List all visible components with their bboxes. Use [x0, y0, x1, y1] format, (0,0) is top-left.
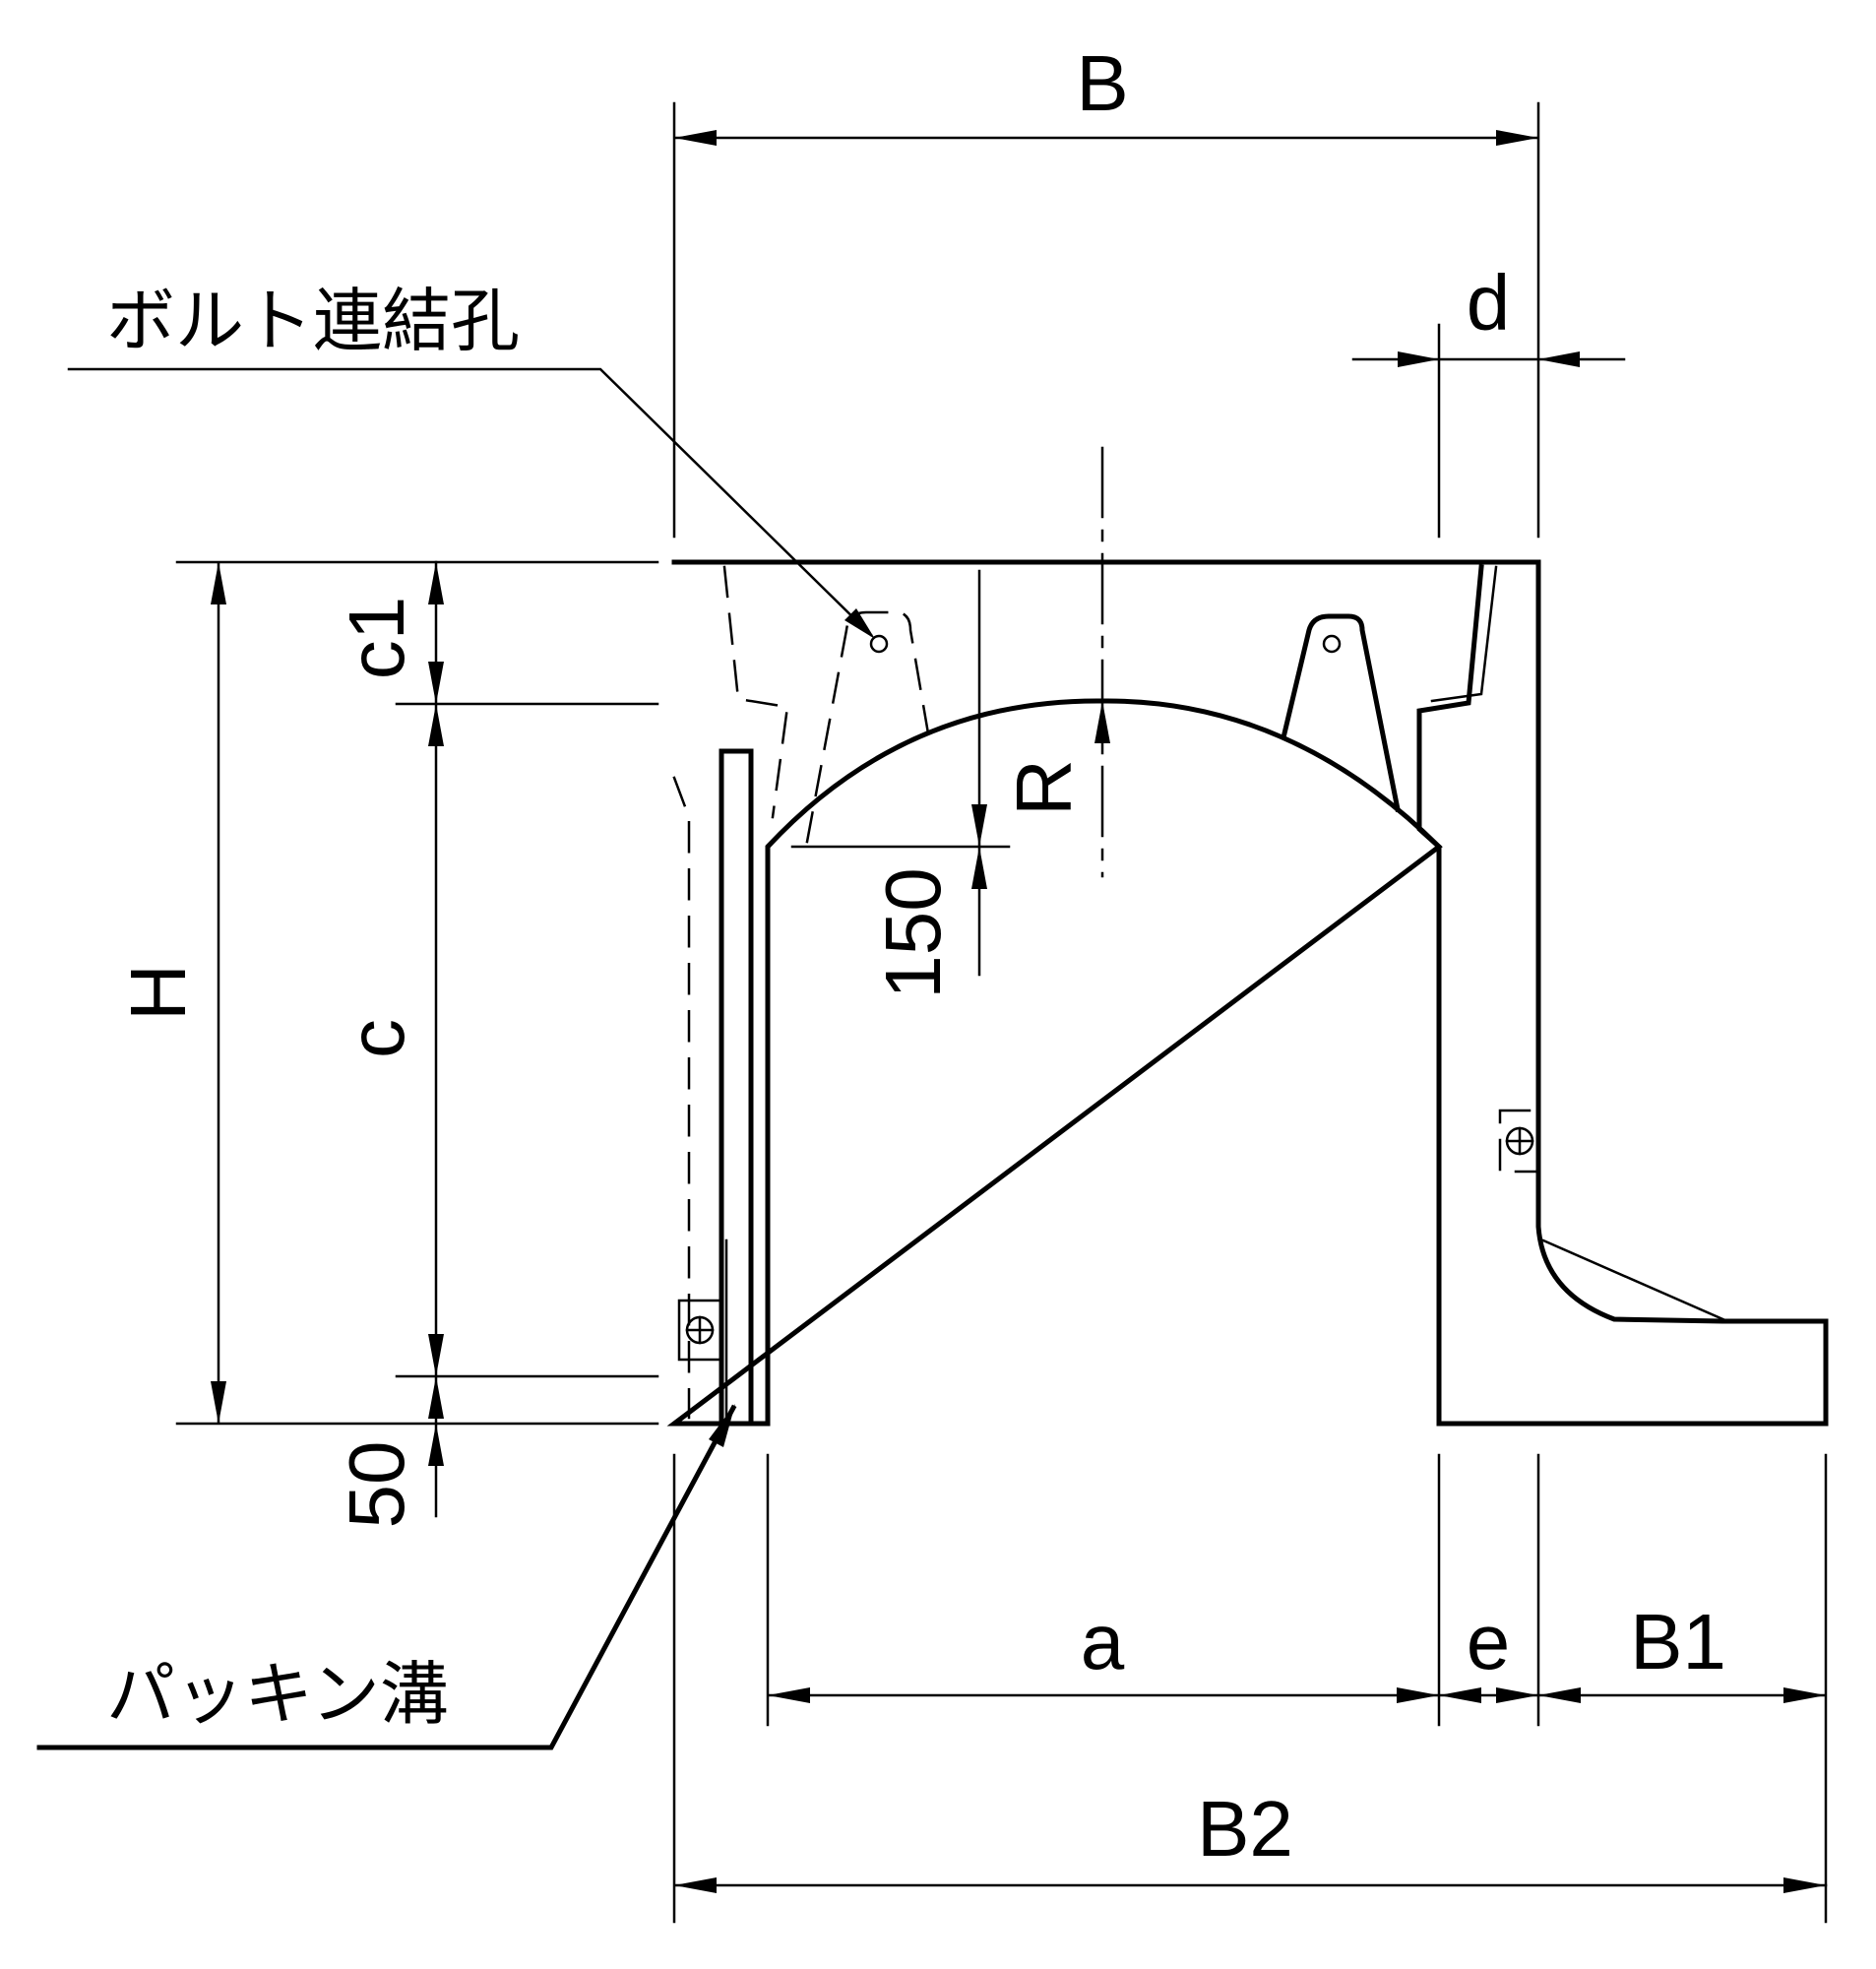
right-lug-outline — [1281, 613, 1401, 812]
dimension-H: H — [114, 560, 659, 1426]
dimension-150: 150 — [790, 569, 1011, 999]
dim-label-B: B — [1076, 39, 1128, 127]
note-packing-groove: パッキン溝 — [36, 1404, 737, 1750]
packing-groove-leader — [36, 1404, 737, 1750]
dim-label-150: 150 — [869, 867, 957, 998]
dim-a-arrows — [768, 1687, 1826, 1703]
dim-label-H: H — [114, 964, 202, 1021]
left-wall-hidden-line — [672, 776, 691, 1420]
left-haunch-hidden-line — [722, 565, 789, 819]
left-wall-solid-lines — [724, 1239, 753, 1426]
dim-label-B1: B1 — [1630, 1598, 1726, 1685]
packing-groove-leader-arrow — [709, 1404, 735, 1447]
right-bolt-lug — [1281, 613, 1401, 812]
dim-label-B2: B2 — [1197, 1785, 1293, 1873]
right-foot-detail — [677, 1109, 1729, 1362]
bolt-hole-leader-arrow — [844, 608, 875, 639]
right-connector-box — [1498, 1109, 1541, 1174]
note-label-packing-groove: パッキン溝 — [106, 1654, 449, 1735]
dim-label-50: 50 — [333, 1441, 420, 1529]
packing-groove — [719, 748, 754, 1427]
foot-chamfer-line — [1541, 1239, 1729, 1323]
dim-d-lines — [1351, 323, 1626, 539]
outer-profile — [666, 559, 1829, 1427]
dimension-R: R — [1000, 701, 1110, 816]
dim-label-c: c — [333, 1019, 420, 1058]
dim-150-lines — [790, 569, 1011, 977]
dimension-a-e-B1: a e B1 — [766, 1453, 1828, 1924]
bolt-hole-leader — [67, 367, 873, 637]
dim-a-lines — [766, 1453, 1828, 1924]
dim-d-arrows — [1398, 351, 1580, 367]
dimension-B2: B2 — [672, 1453, 1828, 1924]
left-bolt-lug — [805, 610, 930, 844]
right-haunch-line — [1430, 565, 1498, 703]
left-lug-hidden-outline — [805, 610, 930, 844]
dimension-50: 50 — [333, 1376, 444, 1528]
dim-label-d: d — [1467, 259, 1511, 347]
note-label-bolt-hole: ボルト連結孔 — [106, 281, 520, 361]
dim-c-arrows — [428, 562, 444, 1376]
left-bolt-hole — [869, 634, 889, 654]
dim-B-lines — [672, 101, 1540, 539]
dimension-d: d — [1351, 259, 1626, 539]
left-connector-box — [677, 1299, 722, 1362]
culvert-body-outline — [666, 559, 1829, 1427]
right-connector-cross — [1505, 1126, 1534, 1156]
right-bolt-hole — [1322, 634, 1342, 654]
dim-label-R: R — [1000, 759, 1088, 816]
dim-label-a: a — [1081, 1598, 1125, 1685]
dimension-B: B — [672, 39, 1540, 539]
dim-label-c1: c1 — [333, 597, 420, 680]
dim-label-e: e — [1467, 1598, 1511, 1685]
dim-50-arrows — [428, 1376, 444, 1466]
left-connector-cross — [685, 1315, 715, 1345]
note-bolt-hole: ボルト連結孔 — [67, 281, 875, 639]
dim-R-arrow — [1094, 701, 1110, 743]
dim-150-arrows — [971, 804, 987, 889]
dim-B2-lines — [672, 1453, 1828, 1924]
dimension-c-c1: c1 c — [333, 560, 659, 1518]
dim-H-lines — [175, 560, 659, 1426]
